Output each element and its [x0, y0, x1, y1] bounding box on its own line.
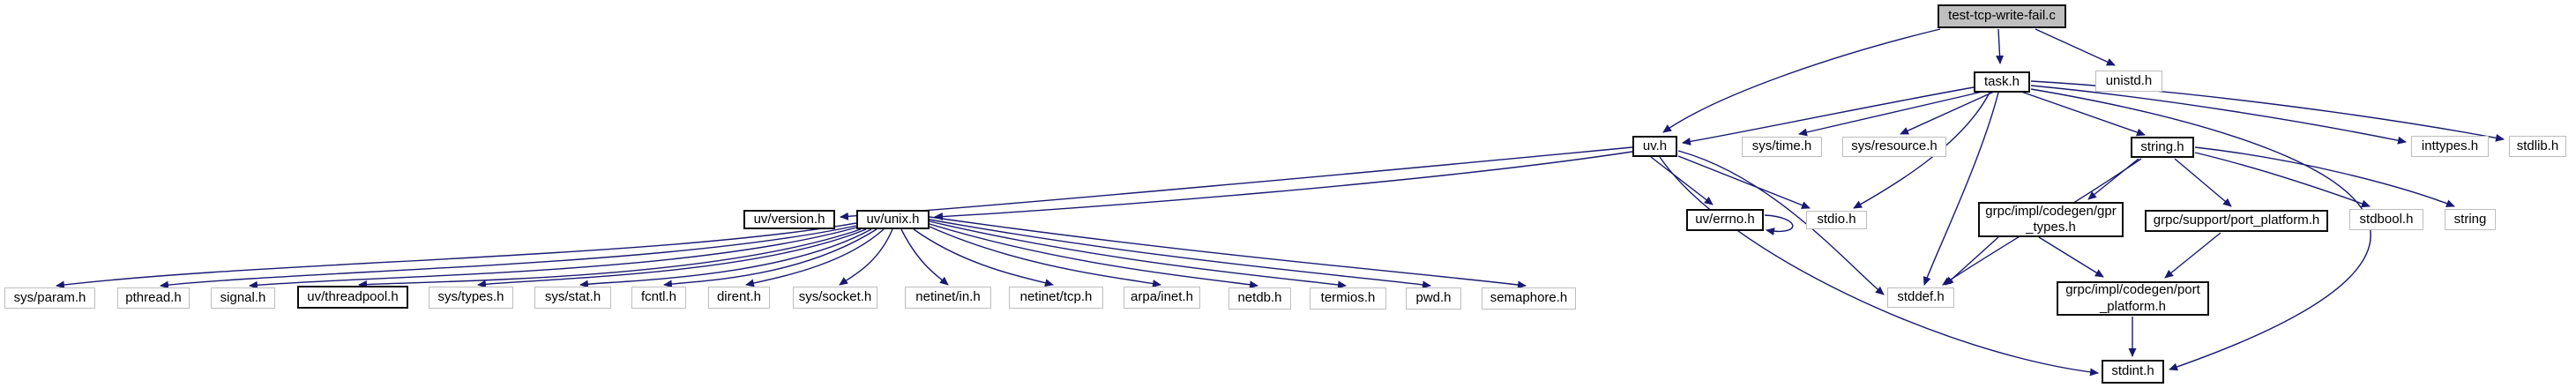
node-netinet-in-h[interactable]: netinet/in.h [905, 287, 991, 309]
node-netinet-tcp-h[interactable]: netinet/tcp.h [1009, 287, 1103, 309]
edge-gpr-types-h-to-grpc-impl-codegen-port-platform-h [2038, 236, 2104, 278]
edge-uv-unix-h-to-sys-stat-h [579, 228, 872, 288]
node-dirent-h[interactable]: dirent.h [708, 287, 770, 309]
edge-uv-h-to-stdio-h [1677, 155, 1811, 209]
node-task-h[interactable]: task.h [1974, 71, 2030, 93]
node-string-h[interactable]: string.h [2131, 137, 2194, 158]
edge-uv-unix-h-to-netinet-in-h [900, 228, 949, 286]
node-sys-socket-h[interactable]: sys/socket.h [793, 287, 877, 309]
edge-uv-unix-h-to-pwd-h [929, 219, 1431, 289]
node-sys-resource-h[interactable]: sys/resource.h [1842, 137, 1946, 157]
node-gpr-types-h[interactable]: grpc/impl/codegen/gpr _types.h [1978, 202, 2124, 237]
node-uv-version-h[interactable]: uv/version.h [743, 210, 835, 229]
edge-task-h-to-sys-time-h [1798, 91, 1983, 137]
edge-task-h-to-string-h [2020, 91, 2146, 137]
edge-uv-unix-h-to-sys-socket-h [839, 228, 893, 286]
node-fcntl-h[interactable]: fcntl.h [631, 287, 686, 309]
edge-grpc-support-port-platform-h-to-grpc-impl-codegen-port-platform-h [2164, 232, 2221, 279]
edge-uv-unix-h-to-sys-param-h [56, 222, 857, 289]
node-semaphore-h[interactable]: semaphore.h [1482, 287, 1576, 310]
edge-uv-unix-h-to-netinet-tcp-h [913, 228, 1054, 287]
edge-test-tcp-write-fail-c-to-unistd-h [2035, 28, 2116, 66]
node-grpc-support-port-platform-h[interactable]: grpc/support/port_platform.h [2145, 210, 2328, 232]
node-inttypes-h[interactable]: inttypes.h [2411, 136, 2489, 157]
edge-string-h-to-grpc-support-port-platform-h [2174, 158, 2232, 207]
edge-uv-unix-h-to-semaphore-h [929, 216, 1527, 289]
edge-uv-unix-h-to-signal-h [249, 227, 857, 289]
node-sys-param-h[interactable]: sys/param.h [4, 287, 95, 309]
edge-test-tcp-write-fail-c-to-uv-h [1662, 28, 1941, 133]
node-unistd-h[interactable]: unistd.h [2095, 71, 2162, 92]
edge-uv-unix-h-to-pthread-h [160, 225, 857, 289]
edge-test-tcp-write-fail-c-to-task-h [1996, 28, 2005, 64]
node-stddef-h[interactable]: stddef.h [1887, 287, 1954, 308]
node-pwd-h[interactable]: pwd.h [1406, 287, 1461, 310]
node-stdio-h[interactable]: stdio.h [1806, 211, 1867, 229]
node-pthread-h[interactable]: pthread.h [117, 287, 190, 309]
edge-uv-unix-h-to-termios-h [929, 220, 1347, 289]
node-arpa-inet-h[interactable]: arpa/inet.h [1124, 287, 1200, 309]
edge-string-h-to-stdbool-h [2194, 152, 2371, 208]
edge-uv-unix-h-to-fcntl-h [663, 228, 877, 288]
node-stdbool-h[interactable]: stdbool.h [2349, 209, 2423, 230]
node-termios-h[interactable]: termios.h [1310, 287, 1386, 310]
edge-gpr-types-h-to-stddef-h [1945, 236, 1999, 286]
node-netdb-h[interactable]: netdb.h [1228, 287, 1291, 310]
node-signal-h[interactable]: signal.h [211, 287, 275, 309]
node-uv-errno-h[interactable]: uv/errno.h [1686, 209, 1764, 231]
node-stdint-h[interactable]: stdint.h [2102, 360, 2164, 384]
edge-task-h-to-sys-resource-h [1900, 91, 1995, 135]
edge-uv-unix-h-to-sys-types-h [477, 228, 867, 288]
node-uv-threadpool-h[interactable]: uv/threadpool.h [297, 286, 408, 309]
edge-uv-unix-h-to-dirent-h [745, 228, 885, 287]
node-grpc-impl-codegen-port-platform-h[interactable]: grpc/impl/codegen/port _platform.h [2057, 281, 2209, 316]
edge-string-h-to-gpr-types-h [2087, 158, 2139, 200]
node-uv-h[interactable]: uv.h [1632, 136, 1677, 157]
edge-uv-h-to-uv-errno-h [1650, 156, 1714, 205]
node-sys-types-h[interactable]: sys/types.h [429, 287, 513, 309]
edge-uv-unix-h-to-uv-threadpool-h [358, 228, 862, 289]
edge-uv-unix-h-to-arpa-inet-h [929, 226, 1161, 287]
node-uv-unix-h[interactable]: uv/unix.h [856, 210, 930, 229]
edge-uv-h-to-stdint-h [1659, 156, 2099, 377]
edge-task-h-to-inttypes-h [2030, 85, 2407, 145]
node-sys-stat-h[interactable]: sys/stat.h [534, 287, 611, 309]
edge-uv-errno-h-to-uv-errno-h [1764, 214, 1794, 235]
edge-uv-h-to-uv-version-h [840, 146, 1633, 220]
node-stdlib-h[interactable]: stdlib.h [2509, 136, 2566, 157]
edge-task-h-to-uv-h [1682, 86, 1975, 146]
node-test-tcp-write-fail-c[interactable]: test-tcp-write-fail.c [1938, 4, 2066, 28]
edge-task-h-to-stddef-h [1923, 92, 1999, 286]
edge-uv-unix-h-to-netdb-h [929, 223, 1258, 289]
edge-uv-h-to-uv-unix-h [934, 151, 1633, 221]
node-sys-time-h[interactable]: sys/time.h [1742, 137, 1822, 157]
node-string[interactable]: string [2445, 209, 2496, 230]
